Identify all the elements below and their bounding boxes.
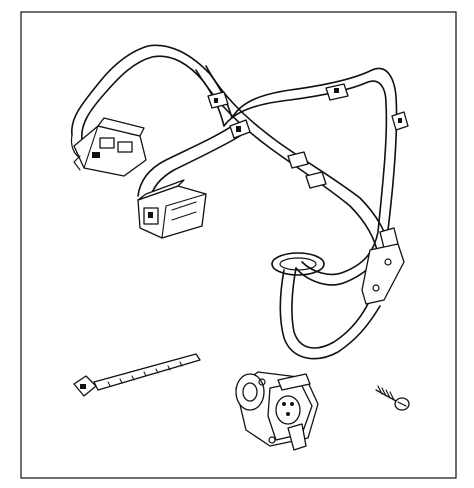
- harness-bracket: [361, 243, 405, 305]
- harness-clip: [287, 151, 309, 169]
- harness-clip: [305, 171, 327, 189]
- four-pin-connector: [137, 179, 207, 239]
- harness-clip: [229, 119, 251, 139]
- wiring-harness: [70, 44, 409, 360]
- cable-tie: [73, 353, 201, 397]
- harness-clip: [207, 91, 229, 109]
- harness-clip: [391, 111, 409, 131]
- multi-pin-connector: [73, 117, 147, 177]
- screw: [375, 385, 410, 411]
- harness-clip: [325, 83, 349, 101]
- diagram-frame: [20, 11, 457, 479]
- seven-way-connector: [235, 371, 319, 451]
